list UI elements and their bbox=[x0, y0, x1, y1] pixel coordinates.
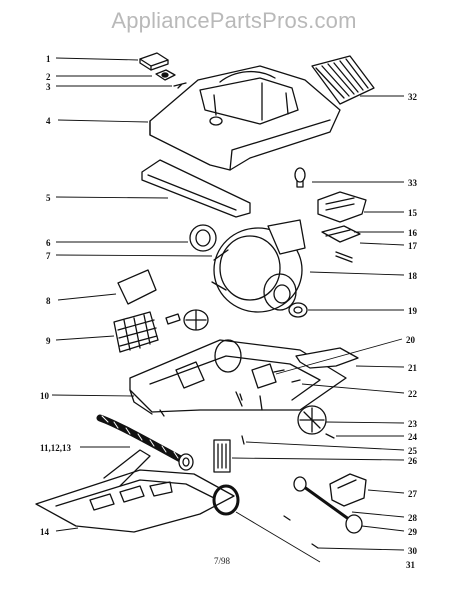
callout-26: 26 bbox=[408, 456, 418, 466]
callout-24: 24 bbox=[408, 432, 418, 442]
part-wheel-23 bbox=[297, 405, 335, 439]
callout-9: 9 bbox=[46, 336, 51, 346]
part-brushroll bbox=[96, 414, 194, 471]
callout-30: 30 bbox=[408, 546, 418, 556]
part-screw-b bbox=[159, 393, 243, 417]
part-bearing-6 bbox=[189, 224, 217, 252]
part-pre-filter bbox=[117, 269, 157, 305]
leader-lines bbox=[51, 57, 405, 563]
callout-2: 2 bbox=[46, 72, 51, 82]
callout-27: 27 bbox=[408, 489, 418, 499]
part-base-chassis bbox=[129, 339, 347, 415]
part-screw bbox=[283, 515, 319, 549]
callout-14: 14 bbox=[40, 527, 50, 537]
callout-20: 20 bbox=[406, 335, 416, 345]
part-hood-housing bbox=[149, 65, 341, 171]
callout-33: 33 bbox=[408, 178, 418, 188]
callout-28: 28 bbox=[408, 513, 418, 523]
part-grille-9 bbox=[113, 311, 159, 353]
part-vented-filter bbox=[213, 435, 245, 473]
part-grille-32 bbox=[311, 55, 375, 105]
part-axle-assembly bbox=[293, 473, 367, 534]
part-handle-strip bbox=[141, 159, 251, 218]
callout-22: 22 bbox=[408, 389, 418, 399]
callout-1: 1 bbox=[46, 54, 51, 64]
callout-8: 8 bbox=[46, 296, 51, 306]
part-bottom-plate bbox=[35, 449, 235, 533]
callout-labels: 1234567891011,12,13141516171819202122232… bbox=[40, 54, 418, 570]
callout-5: 5 bbox=[46, 193, 51, 203]
part-pedal-housing bbox=[317, 191, 367, 223]
callout-15: 15 bbox=[408, 208, 418, 218]
callout-4: 4 bbox=[46, 116, 51, 126]
part-fan bbox=[165, 309, 209, 331]
callout-16: 16 bbox=[408, 228, 418, 238]
callout-6: 6 bbox=[46, 238, 51, 248]
part-bulb bbox=[294, 167, 306, 188]
callout-18: 18 bbox=[408, 271, 418, 281]
part-clip bbox=[173, 82, 187, 89]
part-belt bbox=[212, 484, 240, 516]
callout-29: 29 bbox=[408, 527, 418, 537]
footer-code: 7/98 bbox=[214, 556, 231, 566]
part-motor bbox=[211, 219, 306, 313]
callout-10: 10 bbox=[40, 391, 50, 401]
watermark: AppliancePartsPros.com bbox=[111, 8, 357, 33]
callout-11-12-13: 11,12,13 bbox=[40, 443, 72, 453]
callout-23: 23 bbox=[408, 419, 418, 429]
callout-21: 21 bbox=[408, 363, 418, 373]
part-filter-cover bbox=[139, 52, 169, 71]
callout-25: 25 bbox=[408, 446, 418, 456]
part-ring-19 bbox=[288, 302, 308, 318]
callout-17: 17 bbox=[408, 241, 418, 251]
part-small-bits bbox=[273, 369, 301, 383]
callout-31: 31 bbox=[406, 560, 416, 570]
callout-32: 32 bbox=[408, 92, 418, 102]
callout-3: 3 bbox=[46, 82, 51, 92]
part-knob bbox=[155, 69, 176, 81]
callout-19: 19 bbox=[408, 306, 418, 316]
part-pedal-21 bbox=[295, 347, 359, 369]
callout-7: 7 bbox=[46, 251, 51, 261]
part-pedal-base bbox=[321, 225, 361, 263]
